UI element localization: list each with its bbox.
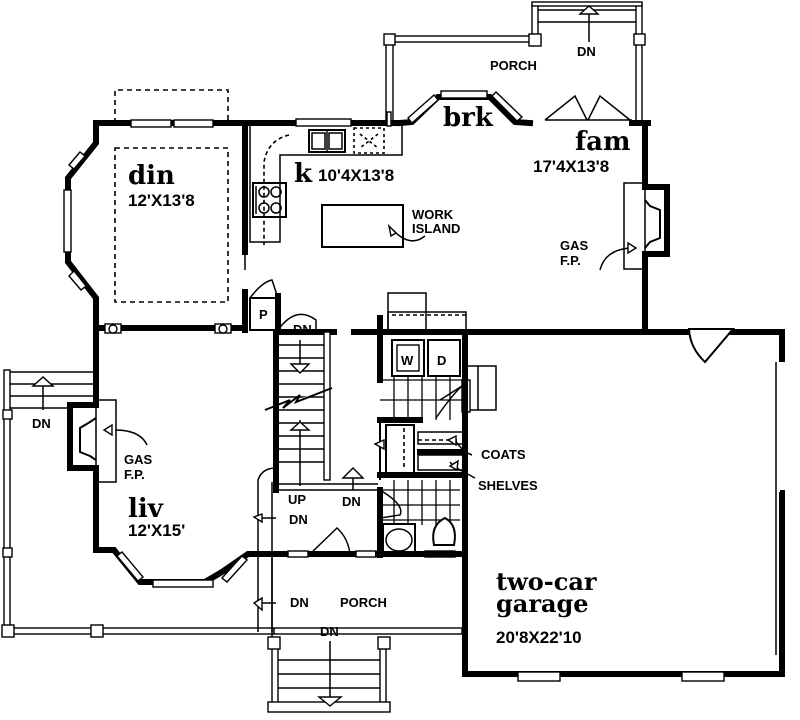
- room-labels: din 12'X13'8 k 10'4X13'8 brk fam 17'4X13…: [128, 103, 631, 647]
- living-walls: [67, 325, 281, 588]
- garage-dimensions: 20'8X22'10: [496, 628, 582, 647]
- rear-porch-dn-label: DN: [577, 44, 596, 59]
- kitchen-counters: [249, 118, 403, 245]
- family-fireplace-label-2: F.P.: [560, 253, 581, 268]
- work-island-label-1: WORK: [412, 207, 454, 222]
- living-room-dimensions: 12'X15': [128, 521, 185, 540]
- dryer-label: D: [437, 353, 446, 368]
- breakfast-windows: [386, 90, 632, 127]
- rear-porch-label: PORCH: [490, 58, 537, 73]
- kitchen-room-name: k: [294, 159, 313, 189]
- living-fireplace: [79, 399, 148, 483]
- work-island: [321, 204, 404, 248]
- living-fireplace-label-2: F.P.: [124, 467, 145, 482]
- laundry-bath: [351, 292, 497, 558]
- dining-room-name: din: [128, 161, 175, 191]
- washer-label: W: [401, 353, 414, 368]
- rear-porch: [383, 1, 646, 125]
- front-porch-label: PORCH: [340, 595, 387, 610]
- breakfast-room-name: brk: [443, 103, 494, 133]
- annotation-labels: PORCH DN WORK ISLAND GAS F.P. GAS F.P. D…: [32, 44, 596, 639]
- foyer-dn-label: DN: [342, 494, 361, 509]
- family-fireplace: [599, 182, 661, 271]
- stairs: [264, 313, 337, 486]
- shelves-arrow-icon: [448, 459, 459, 472]
- work-island-label-2: ISLAND: [412, 221, 460, 236]
- family-fireplace-label-1: GAS: [560, 238, 589, 253]
- pantry-label: P: [259, 307, 268, 322]
- living-room-name: liv: [128, 494, 164, 524]
- stair-up-label: UP: [288, 492, 306, 507]
- garage-name-line2: garage: [496, 589, 589, 618]
- family-room-name: fam: [575, 127, 631, 157]
- dining-area-outline: [114, 89, 229, 329]
- garage-name-line1: two-car: [496, 567, 597, 596]
- work-island-arrow-icon: [387, 223, 398, 238]
- family-room-dimensions: 17'4X13'8: [533, 157, 609, 176]
- dining-windows: [63, 119, 232, 334]
- garage: [462, 328, 785, 682]
- shelves-label: SHELVES: [478, 478, 538, 493]
- front-porch: [252, 554, 463, 713]
- dining-room-dimensions: 12'X13'8: [128, 191, 195, 210]
- kitchen-room-dimensions: 10'4X13'8: [318, 166, 394, 185]
- living-fireplace-label-1: GAS: [124, 452, 153, 467]
- front-porch-dn-label: DN: [320, 624, 339, 639]
- pantry: [249, 279, 281, 335]
- side-porch: [1, 369, 275, 638]
- stair-top-dn-label: DN: [293, 322, 312, 337]
- coats-arrow-icon: [446, 434, 457, 447]
- coats-label: COATS: [481, 447, 526, 462]
- front-porch-side-dn-label: DN: [290, 595, 309, 610]
- side-porch-dn-label: DN: [32, 416, 51, 431]
- stair-dn-label: DN: [289, 512, 308, 527]
